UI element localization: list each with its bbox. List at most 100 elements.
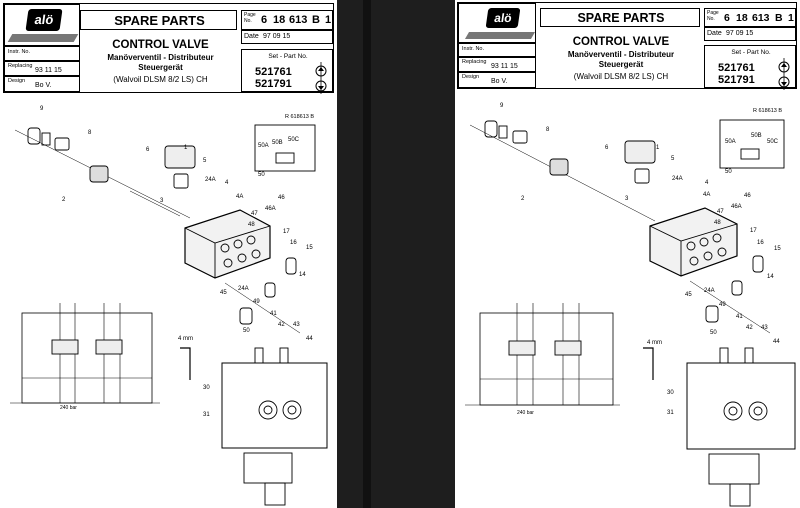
date-value: 97 09 15 — [263, 33, 291, 40]
callout-24a-right: 24A — [672, 176, 683, 182]
part-title: CONTROL VALVE — [112, 39, 209, 51]
callout-46-right: 46 — [744, 193, 751, 199]
set-label-right: Set - Part No. — [731, 49, 771, 56]
logo-swoosh-right — [464, 32, 536, 39]
callout-41: 41 — [270, 311, 277, 317]
callout-17-right: 17 — [750, 228, 757, 234]
title-cell: SPARE PARTS — [80, 10, 237, 30]
page-no-2: 18 — [273, 14, 286, 26]
callout-47-right: 47 — [717, 209, 724, 215]
callout-2-right: 2 — [521, 196, 525, 202]
page-label: Page No. — [244, 12, 256, 24]
replacing-cell: Replacing 93 11 15 — [4, 61, 80, 76]
callout-4a: 4A — [236, 194, 244, 200]
header-box: alö SPARE PARTS Page No. 6 18 613 B 1 Da… — [3, 3, 334, 94]
instr-label: Instr. No. — [8, 49, 31, 55]
set-no-2: 521791 — [255, 78, 292, 90]
callout-6-right: 6 — [605, 145, 609, 151]
page-no-5: 1 — [325, 14, 332, 26]
part-sub2-right: Steuergerät — [598, 60, 644, 69]
callout-4a-right: 4A — [703, 192, 711, 198]
callout-46a-right: 46A — [731, 204, 742, 210]
callout-48-right: 48 — [714, 220, 721, 226]
callout-50a-right: 50A — [725, 139, 736, 145]
page-label-right: Page No. — [707, 10, 719, 22]
page-no-3: 613 — [289, 14, 308, 26]
set-part-cell: Set - Part No. 521761 521791 — [241, 49, 333, 94]
callout-45: 45 — [220, 290, 227, 296]
part-sub3: (Walvoil DLSM 8/2 LS) CH — [113, 75, 208, 84]
replacing-value-right: 93 11 15 — [491, 63, 518, 70]
design-cell: Design Bo V. — [4, 76, 80, 92]
page-no-5-right: 1 — [788, 12, 794, 24]
callout-44: 44 — [306, 336, 313, 342]
callout-49-right: 49 — [719, 302, 726, 308]
size-label-right: 4 mm — [647, 340, 662, 346]
logo-swoosh — [7, 34, 79, 42]
callout-24a-lower: 24A — [238, 286, 249, 292]
pressure-label-right: 240 bar — [517, 410, 534, 416]
callout-15: 15 — [306, 245, 313, 251]
brand-logo-right: alö — [485, 8, 521, 28]
callout-8-right: 8 — [546, 127, 550, 133]
drawing-ref: R 618613 B — [285, 114, 315, 120]
page-no-3-right: 613 — [752, 12, 770, 24]
date-label: Date — [244, 33, 259, 40]
page-no-4: B — [312, 14, 320, 26]
set-no-1-right: 521761 — [718, 62, 755, 74]
part-title-right: CONTROL VALVE — [572, 36, 670, 48]
drawing-ref-right: R 618613 B — [753, 108, 783, 114]
callout-4-right: 4 — [705, 180, 709, 186]
replacing-value: 93 11 15 — [35, 67, 62, 74]
page-no-1-right: 6 — [724, 12, 730, 24]
date-label-right: Date — [707, 30, 722, 37]
callout-1: 1 — [184, 145, 188, 151]
instr-label-right: Instr. No. — [462, 46, 485, 52]
size-label: 4 mm — [178, 336, 193, 342]
date-cell: Date 97 09 15 — [241, 30, 333, 44]
exploded-view-drawing — [10, 124, 328, 506]
callout-15-right: 15 — [774, 246, 781, 252]
date-cell-right: Date 97 09 15 — [704, 27, 796, 41]
brand-text-right: alö — [493, 11, 513, 25]
part-sub2: Steuergerät — [138, 63, 183, 72]
replacing-label: Replacing — [8, 63, 33, 69]
brand-text: alö — [33, 12, 55, 27]
callout-43-right: 43 — [761, 325, 768, 331]
callout-50: 50 — [258, 172, 265, 178]
callout-6: 6 — [146, 147, 150, 153]
callout-49: 49 — [253, 299, 260, 305]
page-no-4-right: B — [775, 12, 783, 24]
callout-47: 47 — [251, 211, 258, 217]
design-cell-right: Design Bo V. — [458, 72, 536, 88]
logo-cell-right: alö — [458, 3, 536, 43]
callout-44-right: 44 — [773, 339, 780, 345]
callout-43: 43 — [293, 322, 300, 328]
callout-50-right: 50 — [725, 169, 732, 175]
callout-16: 16 — [290, 240, 297, 246]
callout-1-right: 1 — [656, 145, 660, 151]
design-label-right: Design — [462, 74, 480, 80]
callout-46a: 46A — [265, 206, 276, 212]
callout-45-right: 45 — [685, 292, 692, 298]
replacing-cell-right: Replacing 93 11 15 — [458, 57, 536, 72]
callout-50-lower: 50 — [243, 328, 250, 334]
callout-31: 31 — [203, 412, 210, 418]
design-value-right: Bo V. — [491, 78, 508, 85]
replacing-label-right: Replacing — [462, 59, 487, 65]
logo-cell: alö — [4, 4, 80, 46]
callout-50b: 50B — [272, 140, 283, 146]
page-no-cell-right: Page No. 6 18 613 B 1 — [704, 8, 796, 27]
callout-41-right: 41 — [736, 314, 743, 320]
set-label: Set - Part No. — [268, 53, 308, 60]
part-sub3-right: (Walvoil DLSM 8/2 LS) CH — [573, 72, 669, 81]
callout-50-lower-right: 50 — [710, 330, 717, 336]
page-no-2-right: 18 — [736, 12, 748, 24]
callout-16-right: 16 — [757, 240, 764, 246]
exploded-view-drawing-right — [465, 119, 796, 507]
part-sub1-right: Manöverventil - Distributeur — [567, 50, 675, 59]
instr-cell-right: Instr. No. — [458, 43, 536, 57]
title-cell-right: SPARE PARTS — [540, 8, 700, 27]
valve-symbol-icon-right — [778, 58, 790, 90]
callout-14: 14 — [299, 272, 306, 278]
